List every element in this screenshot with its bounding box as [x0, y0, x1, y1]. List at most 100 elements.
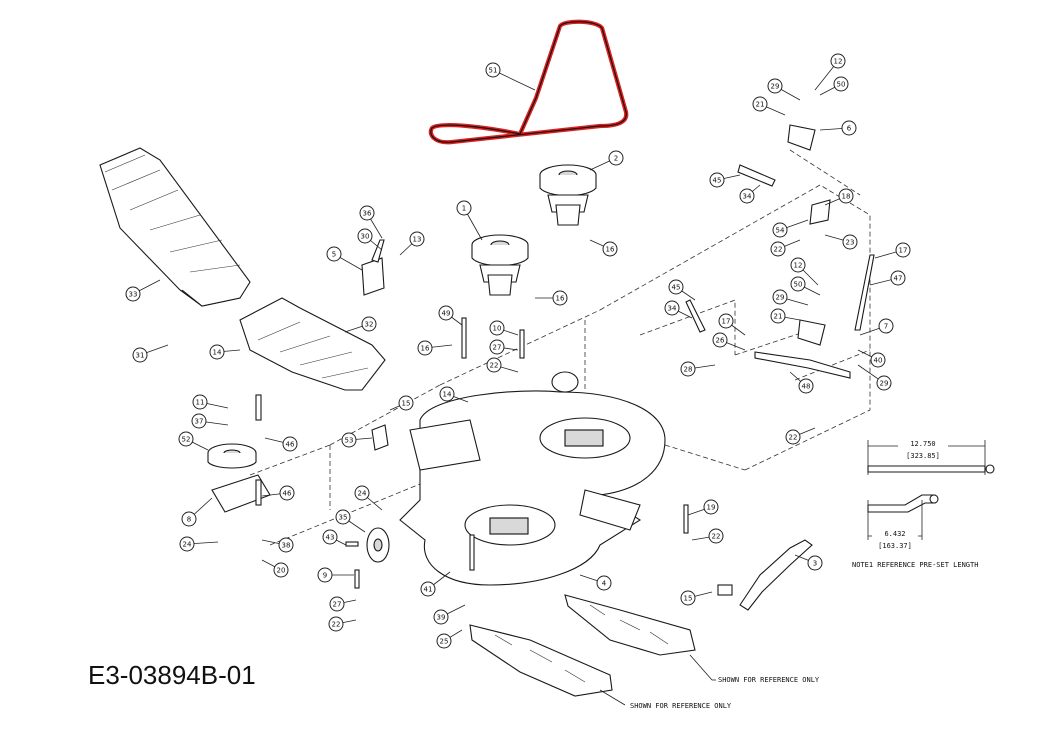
callout-19: 19	[687, 499, 719, 516]
callout-number: 3	[813, 560, 817, 568]
gauge-wheel	[366, 527, 390, 563]
callout-number: 21	[774, 313, 783, 321]
callout-bubble	[279, 485, 295, 501]
callout-bubble	[770, 241, 786, 257]
reference-only-note-upper: SHOWN FOR REFERENCE ONLY	[718, 676, 820, 684]
callout-41: 41	[420, 571, 451, 597]
callout-number: 30	[361, 233, 370, 241]
callout-number: 27	[333, 601, 342, 609]
callout-31: 31	[132, 344, 169, 363]
callout-number: 21	[756, 101, 765, 109]
callout-36: 36	[359, 205, 383, 239]
dim-short-mm: [163.37]	[878, 542, 912, 550]
callout-22a: 22	[770, 239, 801, 257]
callout-number: 16	[556, 295, 565, 303]
callout-bubble	[436, 633, 452, 649]
dimension-note-long: 12.750 [323.85]	[867, 440, 995, 475]
callout-number: 45	[672, 284, 681, 292]
callout-number: 1	[462, 205, 466, 213]
callout-22d: 22	[691, 528, 724, 544]
callout-46a: 46	[264, 436, 298, 452]
callout-number: 12	[794, 262, 803, 270]
callout-number: 24	[358, 490, 367, 498]
callout-bubble	[708, 528, 724, 544]
callout-27b: 27	[329, 596, 357, 612]
callout-number: 29	[776, 294, 785, 302]
callout-bubble	[752, 96, 768, 112]
deflector-shield	[239, 297, 386, 391]
callout-number: 46	[286, 441, 295, 449]
callout-8: 8	[181, 497, 213, 527]
callout-54: 54	[772, 219, 809, 238]
callout-bubble	[439, 386, 455, 402]
callout-15b: 15	[680, 590, 713, 606]
callout-bubble	[456, 200, 472, 216]
callout-24b: 24	[354, 485, 383, 511]
callout-37: 37	[191, 413, 229, 429]
callout-bubble	[842, 234, 858, 250]
callout-bubble	[772, 222, 788, 238]
callout-52: 52	[178, 431, 209, 451]
callout-number: 22	[712, 533, 721, 541]
callout-bubble	[398, 395, 414, 411]
dim-short-inches: 6.432	[884, 530, 905, 538]
callout-49: 49	[438, 305, 463, 326]
callout-29b: 29	[772, 289, 809, 306]
callout-12a: 12	[814, 53, 846, 91]
callout-bubble	[317, 567, 333, 583]
callout-number: 14	[443, 391, 452, 399]
callout-number: 49	[442, 310, 451, 318]
callout-number: 41	[424, 586, 433, 594]
callout-number: 39	[437, 614, 446, 622]
callout-10: 10	[489, 320, 519, 336]
callout-number: 40	[874, 357, 883, 365]
callout-number: 50	[794, 281, 803, 289]
callout-18: 18	[824, 188, 854, 206]
callout-45a: 45	[709, 172, 741, 188]
callout-22c: 22	[785, 427, 816, 445]
callout-bubble	[767, 78, 783, 94]
callout-bubble	[790, 276, 806, 292]
callout-number: 22	[332, 621, 341, 629]
callout-bubble	[807, 555, 823, 571]
callout-bubble	[489, 320, 505, 336]
callout-number: 52	[182, 436, 191, 444]
callout-22b: 22	[486, 357, 519, 373]
callout-bubble	[680, 590, 696, 606]
callout-bubble	[191, 413, 207, 429]
callout-12b: 12	[790, 257, 819, 286]
callout-5: 5	[326, 246, 363, 271]
callout-17a: 17	[874, 242, 911, 259]
callout-40: 40	[857, 349, 886, 368]
callout-number: 31	[136, 352, 145, 360]
callout-bubble	[178, 431, 194, 447]
callout-number: 15	[684, 595, 693, 603]
callout-number: 12	[834, 58, 843, 66]
callout-bubble	[361, 316, 377, 332]
callout-number: 7	[884, 323, 888, 331]
callout-number: 22	[789, 434, 798, 442]
idler-pulley-assembly	[207, 394, 271, 513]
callout-32: 32	[344, 316, 377, 333]
callout-bubble	[709, 172, 725, 188]
callout-number: 32	[365, 321, 374, 329]
callout-16a: 16	[589, 239, 618, 257]
discharge-chute	[99, 147, 251, 307]
callout-number: 15	[402, 400, 411, 408]
reference-notes: SHOWN FOR REFERENCE ONLY SHOWN FOR REFER…	[599, 654, 820, 710]
callout-47: 47	[869, 270, 906, 286]
callout-bubble	[841, 120, 857, 136]
dimension-note-short: 6.432 [163.37] NOTE1 REFERENCE PRE-SET L…	[852, 494, 978, 569]
callout-15a: 15	[389, 395, 414, 411]
callout-bubble	[486, 357, 502, 373]
callout-number: 48	[802, 383, 811, 391]
callout-number: 24	[183, 541, 192, 549]
callout-number: 53	[345, 437, 354, 445]
callout-bubble	[596, 575, 612, 591]
spindle-assembly-upper	[539, 164, 597, 226]
callout-bubble	[739, 188, 755, 204]
callout-number: 22	[490, 362, 499, 370]
callout-bubble	[326, 246, 342, 262]
callout-number: 27	[493, 344, 502, 352]
callout-bubble	[712, 332, 728, 348]
